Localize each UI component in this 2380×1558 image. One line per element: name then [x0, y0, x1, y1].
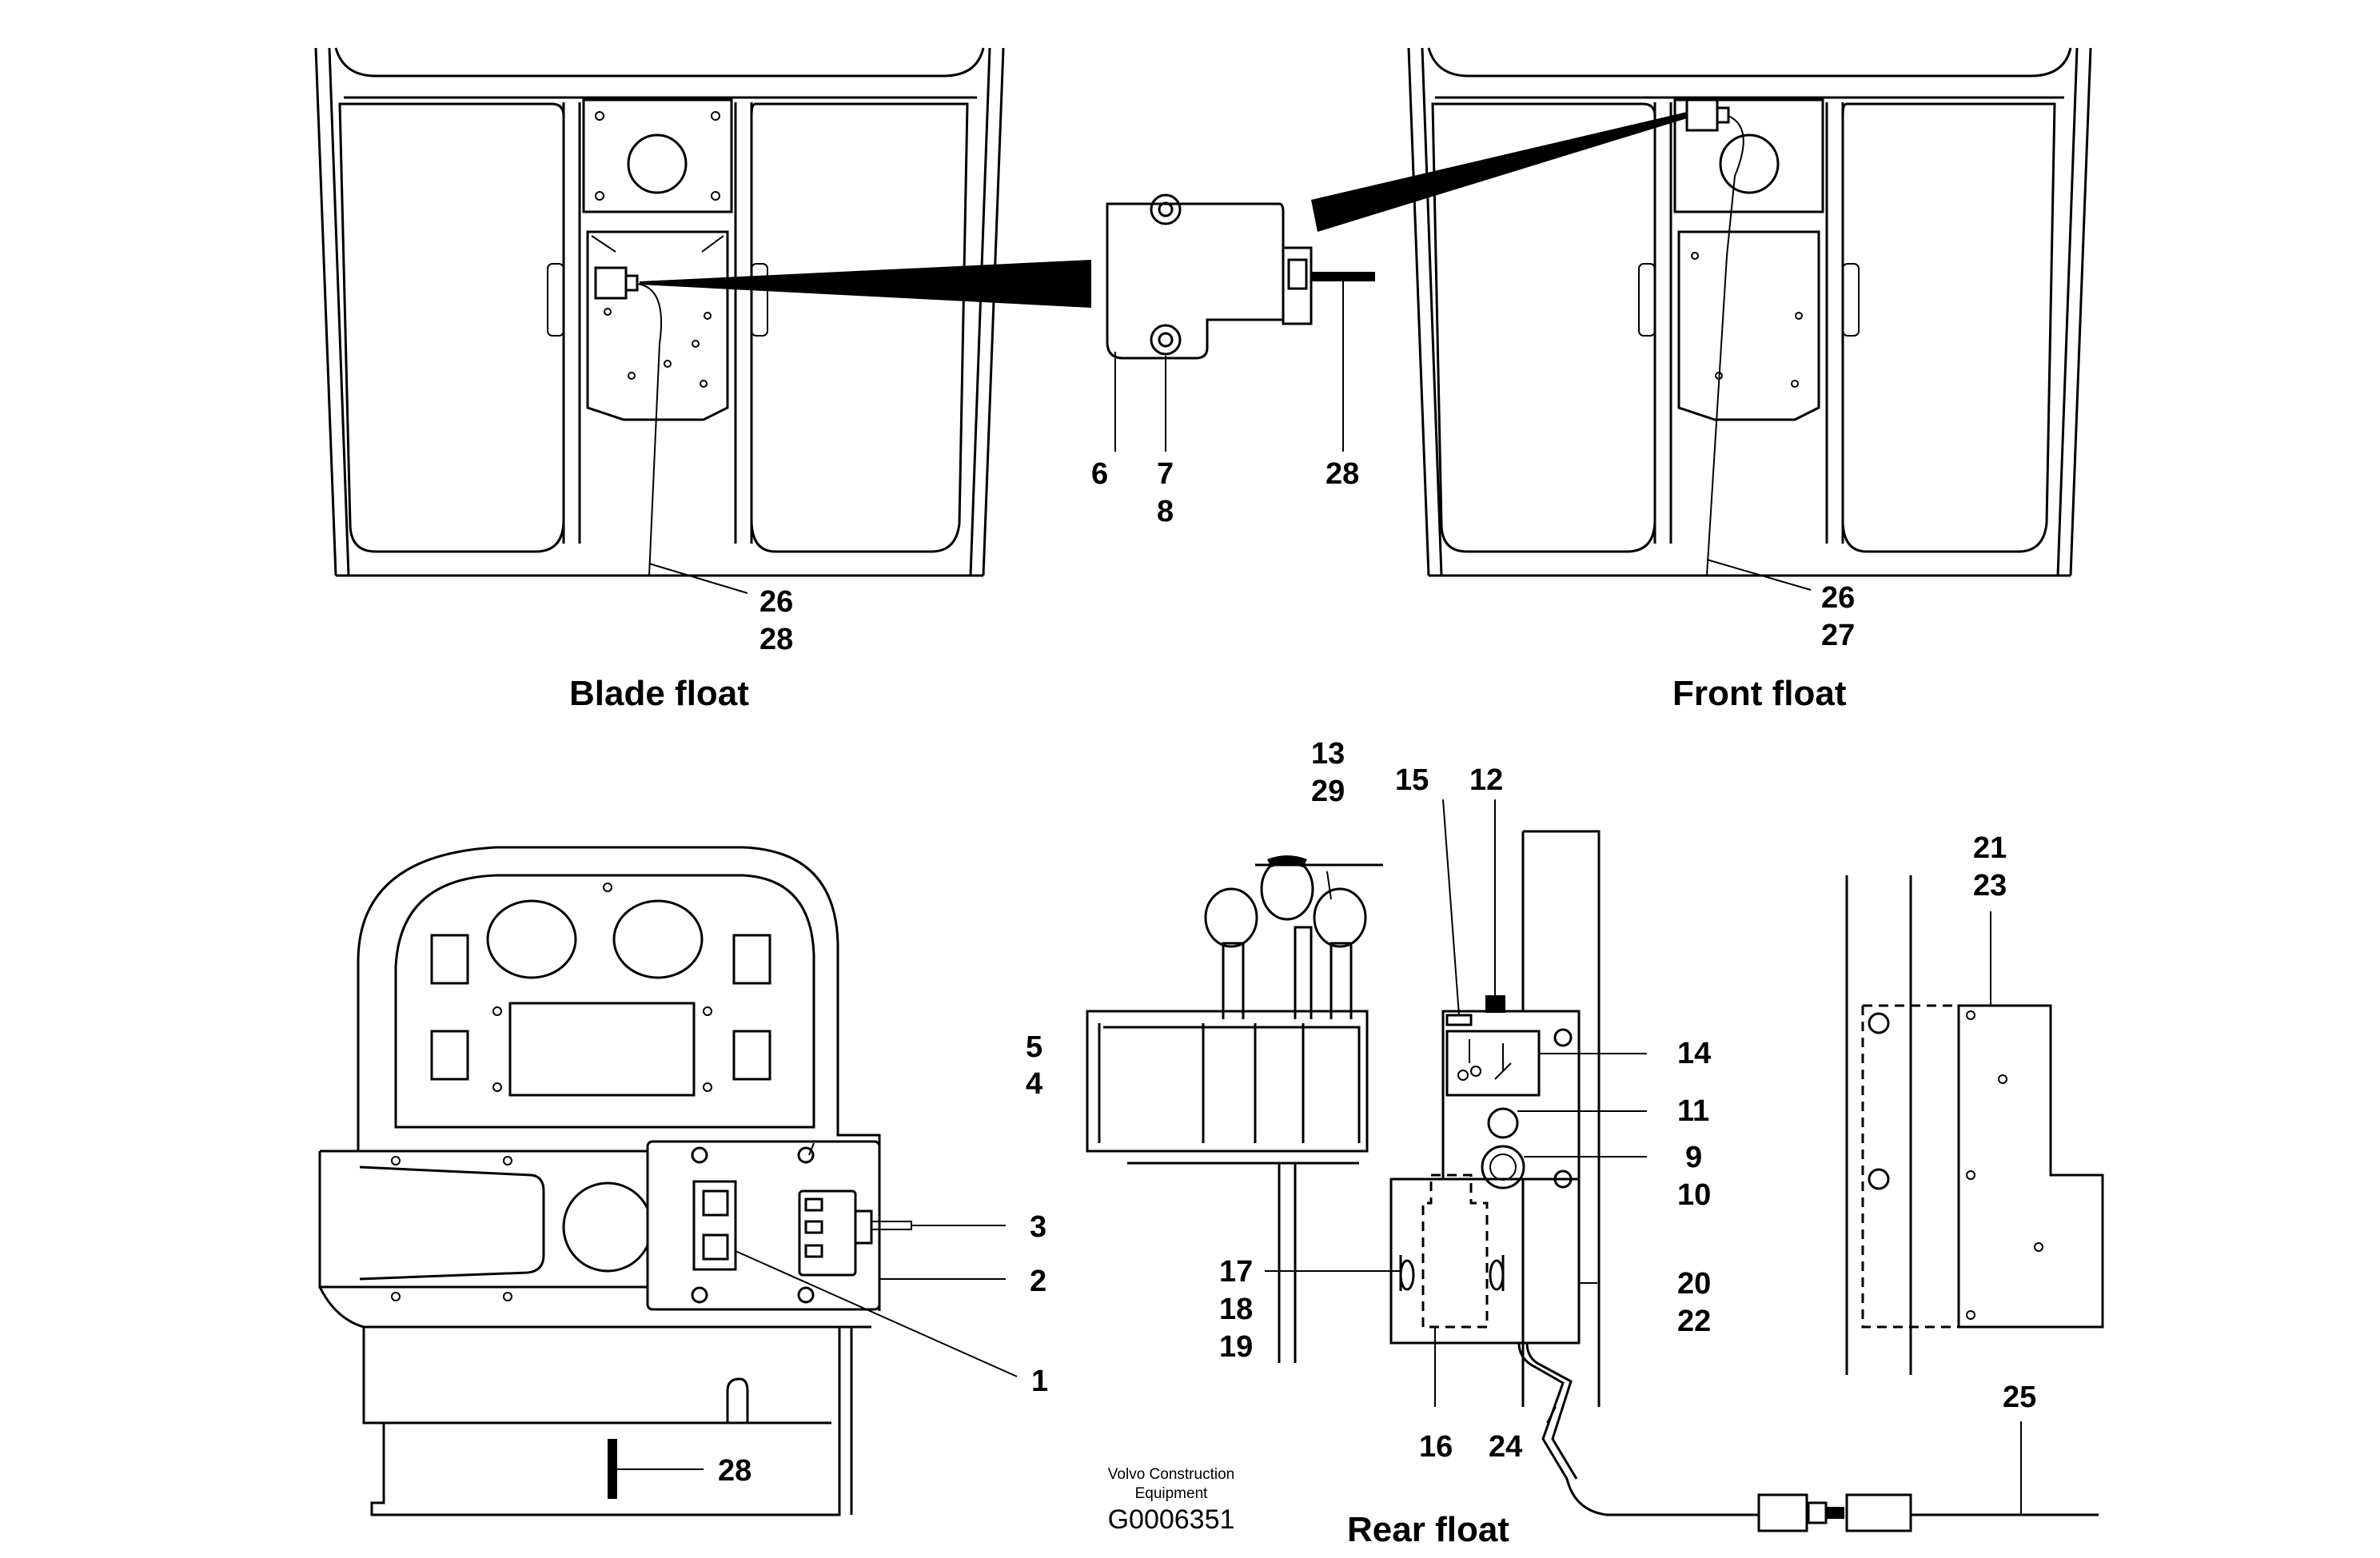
callout-6: 6 [1091, 457, 1108, 491]
callout-7: 7 [1157, 457, 1174, 491]
callout-22: 22 [1677, 1305, 1711, 1338]
callout-21: 21 [1973, 831, 2007, 865]
instrument-console-view [318, 846, 912, 1516]
callout-29: 29 [1311, 775, 1345, 808]
front-float-view [1311, 47, 2092, 577]
callout-28-detail: 28 [1326, 457, 1359, 491]
rear-float-view [1086, 830, 2099, 1532]
callout-13: 13 [1311, 737, 1345, 771]
caption-front-float: Front float [1672, 674, 1847, 713]
caption-blade-float: Blade float [569, 674, 749, 713]
callout-12: 12 [1469, 763, 1503, 797]
callout-8: 8 [1157, 495, 1174, 528]
leader-lines [617, 559, 2022, 1515]
callout-2: 2 [1030, 1265, 1046, 1298]
callout-labels: 6 7 8 28 26 28 26 27 13 29 15 12 14 11 9… [718, 457, 2036, 1488]
callout-1: 1 [1031, 1365, 1048, 1398]
callout-24: 24 [1489, 1430, 1522, 1464]
switch-detail-view [1106, 193, 1375, 452]
callout-15: 15 [1395, 763, 1429, 797]
callout-17: 17 [1219, 1255, 1253, 1289]
callout-5: 5 [1026, 1030, 1042, 1064]
caption-rear-float: Rear float [1347, 1510, 1509, 1549]
callout-25: 25 [2003, 1381, 2036, 1414]
side-panel-view [1845, 875, 2104, 1375]
callout-20: 20 [1677, 1267, 1711, 1301]
view-captions: Blade float Front float Rear float [569, 674, 1847, 1549]
drawing-code: G0006351 [1108, 1504, 1235, 1535]
callout-26-blade: 26 [759, 585, 793, 619]
callout-10: 10 [1677, 1178, 1711, 1212]
callout-9: 9 [1685, 1141, 1702, 1174]
company-line1: Volvo Construction [1108, 1466, 1234, 1483]
callout-19: 19 [1219, 1330, 1253, 1364]
callout-28-blade: 28 [759, 623, 793, 656]
callout-27: 27 [1821, 619, 1855, 652]
callout-18: 18 [1219, 1293, 1253, 1326]
callout-16: 16 [1419, 1430, 1453, 1464]
callout-28-console: 28 [718, 1454, 751, 1488]
callout-23: 23 [1973, 869, 2007, 903]
callout-4: 4 [1026, 1067, 1042, 1101]
drawing-footer: Volvo Construction Equipment G0006351 [1108, 1466, 1235, 1535]
callout-26-front: 26 [1821, 581, 1855, 615]
callout-3: 3 [1030, 1210, 1046, 1244]
callout-14: 14 [1677, 1037, 1711, 1070]
blade-float-view [314, 47, 1091, 577]
company-line2: Equipment [1135, 1485, 1209, 1502]
callout-11: 11 [1677, 1094, 1709, 1128]
